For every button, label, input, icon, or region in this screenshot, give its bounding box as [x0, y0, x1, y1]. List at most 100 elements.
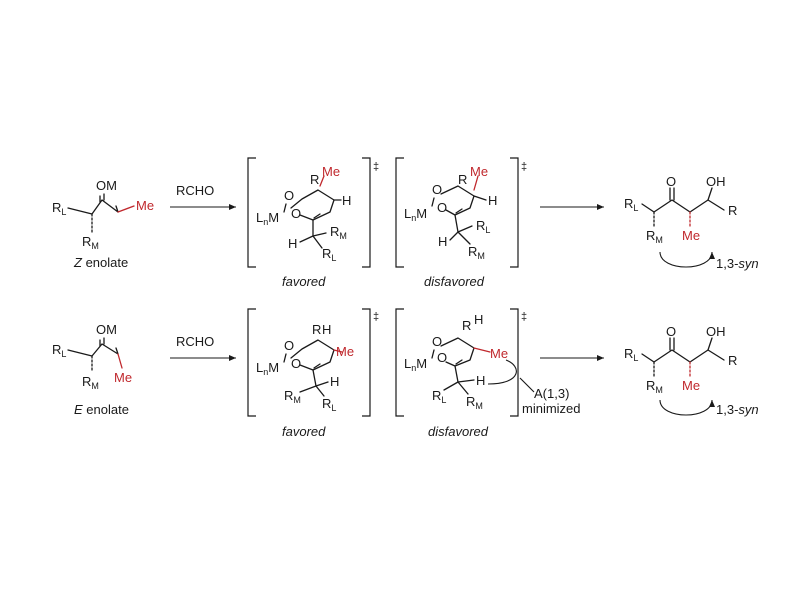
row2-prod-oh-bond [707, 337, 713, 351]
row2-ts1-rm: RM [284, 388, 301, 405]
e-enolate-caption: E enolate [74, 402, 129, 417]
row2-prod-rm: RM [646, 378, 663, 395]
row2-ts2-o-bottom: O [437, 350, 447, 365]
row1-prod-o: O [666, 174, 676, 189]
row2-ts2-lower-bonds [443, 365, 475, 391]
row2-ts1-left-bracket [247, 308, 256, 417]
row2-ts2-right-bracket [510, 308, 519, 417]
row1-prod-rl: RL [624, 196, 638, 213]
row2-ts2-me: Me [490, 346, 508, 361]
row1-prod-r: R [728, 203, 737, 218]
row2-product: RL O R OH RM Me 1,3-syn [624, 324, 759, 417]
row2-strain-label: A(1,3) [534, 386, 569, 401]
row2-prod-rl: RL [624, 346, 638, 363]
row1-ts1-me: Me [322, 164, 340, 179]
row2-ts1-h-top: H [322, 322, 331, 337]
row1-ts2-dagger: ‡ [521, 161, 527, 173]
row1-ts1-double [313, 213, 321, 219]
row1-ts1-o-bottom: O [291, 206, 301, 221]
row1-ts2-r: R [458, 172, 467, 187]
row1-ts2-me-bond [473, 175, 479, 191]
row2-prod-carbonyl [669, 337, 675, 351]
row1-ts1-rl-bond [312, 235, 323, 249]
row2-ts1-caption: favored [282, 424, 326, 439]
row2-prod-oh: OH [706, 324, 726, 339]
row1-ts2-double [455, 208, 463, 214]
row2-prod-caption: 1,3-syn [716, 402, 759, 417]
row1-prod-me: Me [682, 228, 700, 243]
row1-ts2-o-bottom: O [437, 200, 447, 215]
row2-prod-r: R [728, 353, 737, 368]
row1-ts1-rm: RM [330, 224, 347, 241]
row2-ts2-left-bracket [395, 308, 404, 417]
z-enolate-caption: Z enolate [73, 255, 128, 270]
row2-ts2-double [455, 359, 463, 365]
row2-ts2-ring [431, 337, 475, 367]
e-enolate-backbone [91, 343, 119, 357]
row1-reagent-rchо: RCHO [176, 183, 214, 198]
row2-ts2-rl: RL [432, 388, 446, 405]
z-enolate-me-bond [117, 205, 135, 213]
row2-ts2-rm: RM [466, 394, 483, 411]
z-enolate-rm: RM [82, 234, 99, 251]
row1-ts1-right-bracket [362, 157, 371, 268]
e-enolate-structure: OM Me RL RM E enolate [52, 322, 132, 417]
row2-ts1-lnm: LnM [256, 360, 279, 377]
row2-ts2-rm-bond [457, 381, 469, 395]
row2-ts2-r: R [462, 318, 471, 333]
e-enolate-rl: RL [52, 342, 66, 359]
row1-ts2-lnm: LnM [404, 206, 427, 223]
row1-ts1-o-top: O [284, 188, 294, 203]
e-enolate-me-bond [117, 353, 123, 369]
row2-ts1-rl: RL [322, 396, 336, 413]
z-enolate-me: Me [136, 198, 154, 213]
row1-prod-oh-bond [707, 187, 713, 201]
row1-ts1-left-bracket [247, 157, 256, 268]
row2-strain-minimized: minimized [522, 401, 581, 416]
row1-ts1-caption: favored [282, 274, 326, 289]
row2-ts2-lnm: LnM [404, 356, 427, 373]
row2-ts1-o-top: O [284, 338, 294, 353]
row1-ts1-r: R [310, 172, 319, 187]
row1-ts1-lnm: LnM [256, 210, 279, 227]
row2-ts2-dagger: ‡ [521, 311, 527, 323]
row2-ts1-o-bottom: O [291, 356, 301, 371]
row-1-z-enolate: OM Me RL RM Z enolate RCHO ‡ O O LnM R [52, 157, 759, 289]
row2-ts1-dagger: ‡ [373, 311, 379, 323]
row1-prod-oh: OH [706, 174, 726, 189]
row2-ts1-double [313, 363, 321, 369]
row1-ts2-rm-bond [457, 231, 471, 245]
row1-prod-rm: RM [646, 228, 663, 245]
row1-ts1-lower-bonds [299, 219, 327, 243]
row1-ts1-rl: RL [322, 246, 336, 263]
row1-prod-carbonyl [669, 187, 675, 201]
z-enolate-om: OM [96, 178, 117, 193]
row2-ts2-h-top: H [474, 312, 483, 327]
row2-ts1-right-bracket [362, 308, 371, 417]
row1-ts2-h-bond [473, 195, 487, 201]
row1-prod-caption: 1,3-syn [716, 256, 759, 271]
row2-reagent-rcho: RCHO [176, 334, 214, 349]
row2-ts1-rl-bond [315, 385, 325, 397]
row1-ts2-right-bracket [510, 157, 519, 268]
row2-ts-disfavored: ‡ O O LnM R H Me H RL RM A(1,3) minimize… [395, 308, 581, 439]
z-enolate-co-bond [99, 193, 105, 203]
row2-ts1-h-low: H [330, 374, 339, 389]
row2-prod-chain [641, 349, 725, 363]
row1-prod-chain [641, 199, 725, 213]
row1-prod-syn-arc [659, 251, 715, 268]
z-enolate-backbone [91, 199, 119, 215]
row2-prod-me: Me [682, 378, 700, 393]
row2-ts2-h-low: H [476, 373, 485, 388]
row2-ts1-me-bond [333, 349, 343, 353]
z-enolate-structure: OM Me RL RM Z enolate [52, 178, 154, 270]
row1-ts2-o-top: O [432, 182, 442, 197]
e-enolate-rm: RM [82, 374, 99, 391]
row1-product: RL O R OH RM Me 1,3-syn [624, 174, 759, 271]
row2-ts1-r: R [312, 322, 321, 337]
row1-ts1-h-low: H [288, 236, 297, 251]
row1-ts-disfavored: ‡ O O LnM R Me H H RL RM disfavored [395, 157, 527, 289]
row1-ts2-rl: RL [476, 218, 490, 235]
